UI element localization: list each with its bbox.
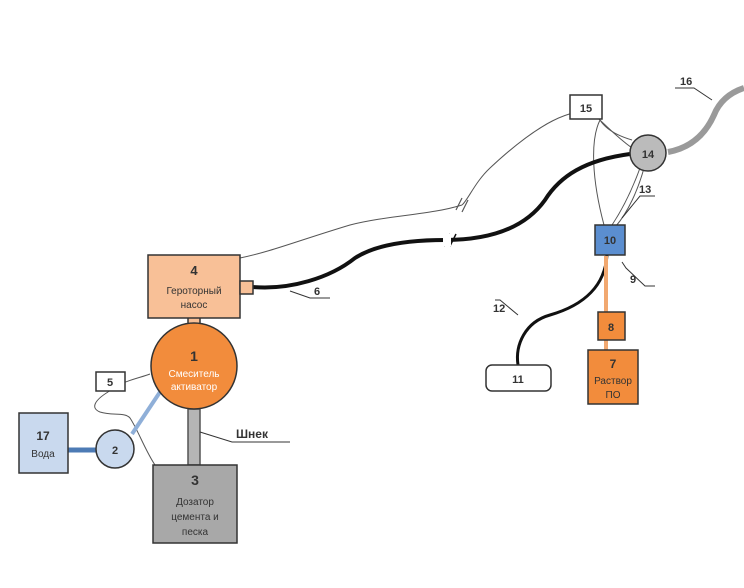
hose-16 (667, 85, 744, 155)
thin-hose-break (455, 197, 469, 213)
node-4-pump: 4 Героторный насос (147, 254, 254, 319)
node-17-number: 17 (36, 429, 50, 443)
node-15-box: 15 (569, 94, 603, 120)
node-1-number: 1 (190, 348, 198, 364)
node-3-doser: 3 Дозатор цемента и песка (152, 464, 238, 544)
label-16: 16 (680, 76, 692, 88)
node-7-number: 7 (610, 357, 617, 371)
hose-6-gap (443, 234, 451, 246)
node-14-hub: 14 (629, 134, 667, 172)
label-9: 9 (630, 274, 636, 286)
node-3-label-1: Дозатор (176, 497, 214, 508)
node-2-water-pump: 2 (95, 429, 135, 469)
node-5-number: 5 (107, 377, 113, 389)
node-1-label-1: Смеситель (169, 369, 220, 380)
node-8-number: 8 (608, 322, 614, 334)
hose-6 (252, 152, 631, 290)
node-4-number: 4 (190, 263, 198, 278)
hose-12 (515, 254, 609, 366)
node-7-label-1: Раствор (594, 376, 632, 387)
node-7-label-2: ПО (606, 390, 621, 401)
node-11-box: 11 (485, 364, 552, 392)
node-3-label-2: цемента и (171, 512, 219, 523)
label-auger: Шнек (236, 427, 269, 441)
node-3-number: 3 (191, 472, 199, 488)
thin-hoses (94, 111, 645, 466)
label-6: 6 (314, 286, 320, 298)
node-4-label-1: Героторный (166, 286, 221, 297)
node-7-solution: 7 Раствор ПО (587, 349, 639, 405)
label-12: 12 (493, 303, 505, 315)
node-10-number: 10 (604, 235, 616, 247)
auger-shaft (187, 408, 201, 466)
node-5-box: 5 (95, 371, 126, 392)
leader-lines (199, 87, 713, 443)
node-1-mixer: 1 Смеситель активатор (150, 322, 238, 410)
node-15-number: 15 (580, 103, 592, 115)
node-1-label-2: активатор (171, 382, 218, 393)
pipe-2-1 (130, 390, 162, 436)
node-4-label-2: насос (181, 300, 208, 311)
node-3-label-3: песка (182, 527, 209, 538)
label-13: 13 (639, 184, 651, 196)
node-8-box: 8 (597, 311, 626, 341)
node-14-number: 14 (642, 149, 655, 161)
node-17-label: Вода (31, 449, 55, 460)
node-10-box: 10 (594, 224, 626, 256)
node-17-water: 17 Вода (18, 412, 69, 474)
node-2-number: 2 (112, 445, 118, 457)
node-11-number: 11 (512, 374, 524, 386)
